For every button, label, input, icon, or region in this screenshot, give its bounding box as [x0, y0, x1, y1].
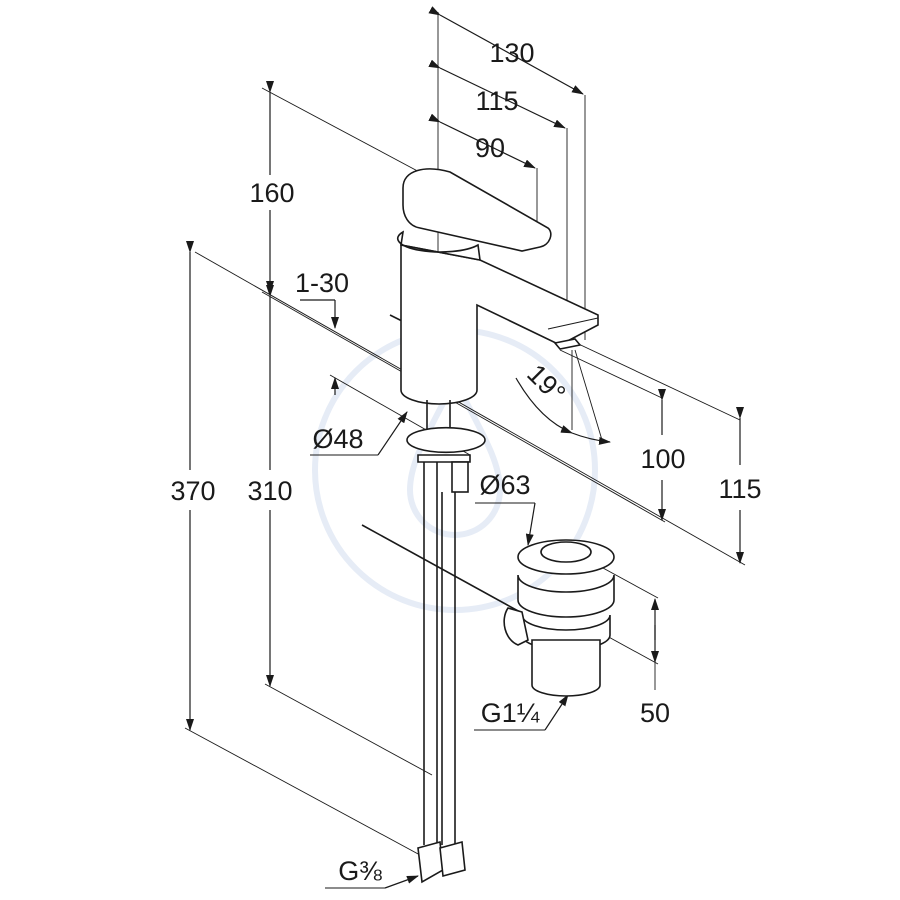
dimension-160 [261, 81, 426, 293]
label-90: 90 [475, 133, 505, 163]
label-50: 50 [640, 698, 670, 728]
label-130: 130 [489, 38, 534, 68]
dimension-diameter-48 [310, 411, 408, 456]
pop-up-rod [361, 524, 521, 613]
dimension-angle-19 [515, 339, 741, 445]
label-1-30: 1-30 [295, 268, 349, 298]
dimension-thread-g1-1-4 [474, 694, 569, 731]
label-115-right: 115 [718, 474, 761, 504]
label-thread-waste: G1¼ [481, 698, 540, 728]
dimension-310 [264, 285, 433, 776]
label-160: 160 [249, 178, 294, 208]
label-115-top: 115 [475, 86, 518, 116]
waste-valve [503, 539, 615, 697]
dimension-thread-g3-8 [325, 875, 419, 889]
faucet-base-and-hoses [406, 400, 486, 884]
label-thread-hose: G⅜ [338, 856, 382, 886]
label-310: 310 [247, 476, 292, 506]
faucet-body [389, 168, 599, 405]
dimension-diameter-63 [475, 502, 536, 546]
label-diameter-63: Ø63 [479, 470, 530, 500]
label-diameter-48: Ø48 [312, 424, 363, 454]
label-angle-19: 19° [521, 359, 571, 409]
label-100: 100 [640, 444, 685, 474]
dimension-370 [184, 241, 421, 856]
label-370: 370 [170, 476, 215, 506]
